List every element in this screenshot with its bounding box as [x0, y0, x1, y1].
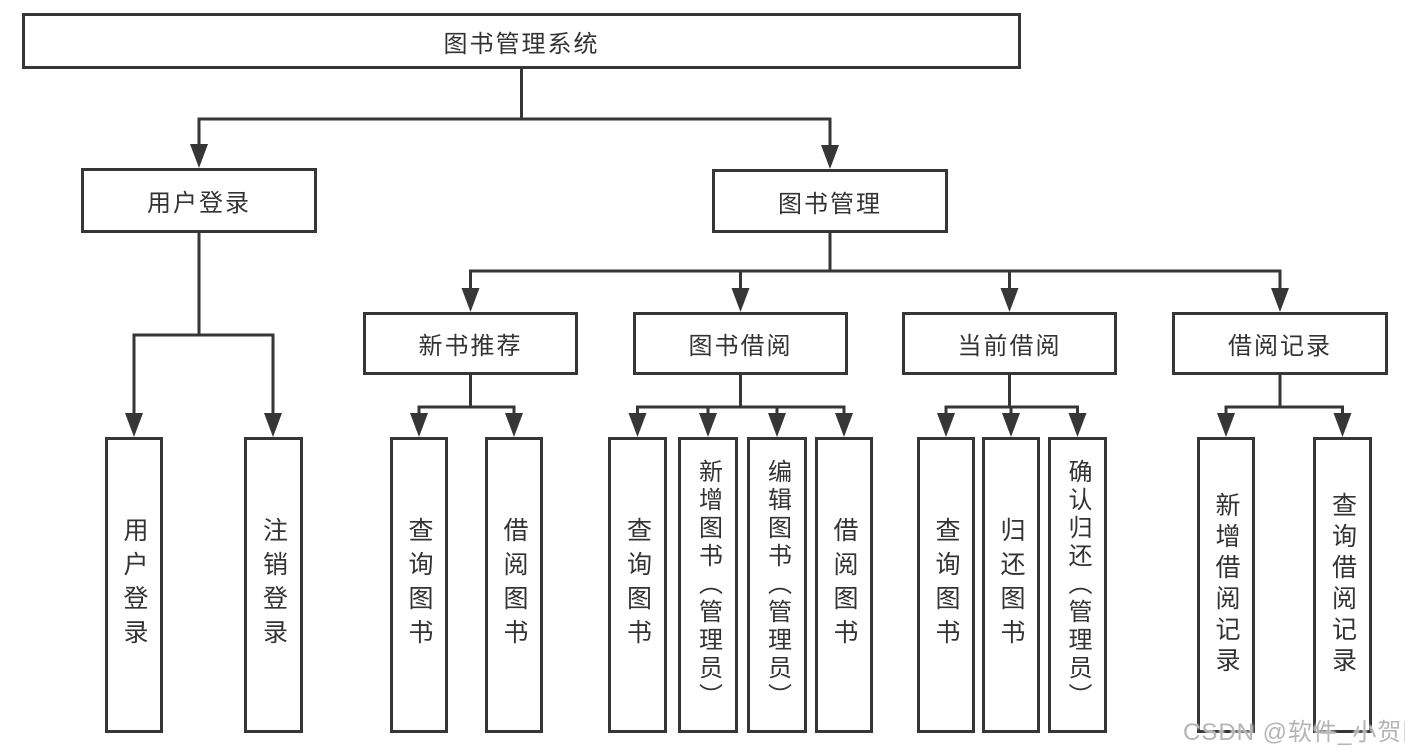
node-label: 借阅图书	[500, 517, 528, 653]
leaf-borrow-books-recommendation: 借阅图书	[485, 437, 543, 733]
arrowhead	[768, 413, 786, 437]
node-label: 当前借阅	[957, 333, 1062, 360]
edge-new-book-rec-to-leaves	[410, 375, 523, 437]
arrowhead	[821, 145, 839, 169]
arrowhead	[410, 413, 428, 437]
leaf-edit-books-admin: 编辑图书（管理员）	[747, 437, 807, 733]
leaf-query-books-borrowing: 查询图书	[608, 437, 667, 733]
arrowhead	[835, 413, 853, 437]
node-label: 查询借阅记录	[1328, 492, 1357, 678]
node-borrowing-records: 借阅记录	[1172, 312, 1388, 375]
node-label: 图书管理	[778, 190, 882, 218]
arrowhead	[461, 288, 480, 312]
leaf-add-borrow-record: 新增借阅记录	[1197, 437, 1255, 733]
leaf-confirm-return-admin: 确认归还（管理员）	[1048, 437, 1107, 733]
node-label: 图书借阅	[688, 333, 793, 360]
node-label: 归还图书	[997, 517, 1025, 653]
csdn-watermark: CSDN @软件_小贺同学	[1183, 719, 1405, 746]
arrowhead	[731, 288, 750, 312]
leaf-query-books-current: 查询图书	[917, 437, 975, 733]
leaf-logout: 注销登录	[244, 437, 303, 733]
node-label: 查询图书	[405, 517, 433, 653]
arrowhead	[1271, 288, 1289, 312]
node-label: 查询图书	[623, 517, 652, 653]
leaf-add-books-admin: 新增图书（管理员）	[678, 437, 738, 733]
leaf-query-borrow-record: 查询借阅记录	[1313, 437, 1372, 733]
leaf-return-books: 归还图书	[982, 437, 1040, 733]
node-library-management-system: 图书管理系统	[22, 13, 1021, 69]
arrowhead	[505, 413, 523, 437]
node-label: 注销登录	[259, 517, 288, 653]
arrowhead	[937, 413, 955, 437]
node-label: 用户登录	[147, 190, 251, 217]
edge-book-mgmt-to-level3	[461, 233, 1289, 312]
edge-borrow-records-to-leaves	[1217, 375, 1352, 437]
arrowhead	[1000, 288, 1019, 312]
node-new-book-recommendation: 新书推荐	[363, 312, 578, 375]
leaf-user-login: 用户登录	[105, 437, 163, 733]
edge-root-to-level2	[190, 69, 839, 169]
node-book-borrowing: 图书借阅	[633, 312, 848, 375]
edge-book-borrow-to-leaves	[628, 375, 853, 437]
node-label: 新增借阅记录	[1212, 492, 1240, 678]
node-label: 新增图书（管理员）	[694, 459, 722, 711]
arrowhead	[125, 413, 143, 437]
node-label: 确认归还（管理员）	[1064, 459, 1091, 711]
node-label: 借阅记录	[1228, 333, 1332, 360]
node-label: 借阅图书	[830, 517, 858, 653]
arrowhead	[1002, 413, 1020, 437]
edge-user-login-to-leaves	[125, 233, 282, 437]
node-current-borrowing: 当前借阅	[902, 312, 1117, 375]
arrowhead	[699, 413, 717, 437]
arrowhead	[264, 413, 282, 437]
node-label: 图书管理系统	[443, 30, 600, 58]
leaf-query-books-recommendation: 查询图书	[390, 437, 448, 733]
node-label: 编辑图书（管理员）	[763, 459, 791, 711]
arrowhead	[628, 413, 647, 437]
node-book-management: 图书管理	[712, 169, 948, 233]
arrowhead	[190, 144, 208, 168]
node-user-login: 用户登录	[81, 168, 317, 233]
edge-current-borrow-to-leaves	[937, 375, 1087, 437]
arrowhead	[1333, 413, 1352, 437]
leaf-borrow-books-borrowing: 借阅图书	[815, 437, 873, 733]
node-label: 新书推荐	[418, 333, 523, 360]
node-label: 查询图书	[932, 517, 960, 653]
node-label: 用户登录	[120, 517, 148, 653]
arrowhead	[1068, 413, 1087, 437]
arrowhead	[1217, 413, 1235, 437]
